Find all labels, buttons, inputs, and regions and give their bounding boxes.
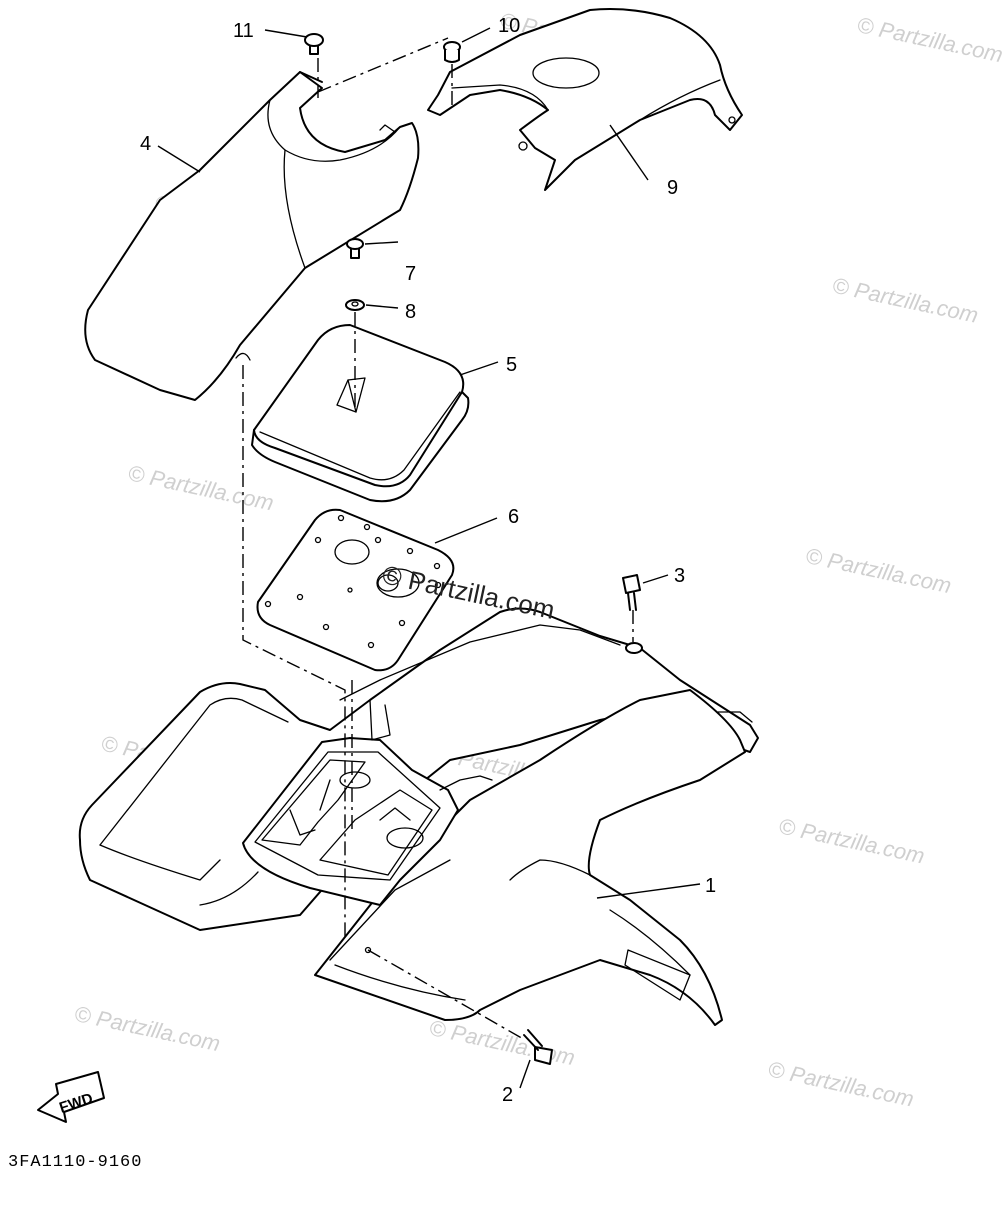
watermark: © Partzilla.com (830, 273, 980, 328)
assembly-lines (242, 37, 634, 1041)
leader-lines (157, 27, 701, 1089)
part-6-plate (256, 508, 455, 672)
callout-10: 10 (498, 15, 520, 37)
watermark: © Partzilla.com (777, 813, 927, 868)
part-code: 3FA1110-9160 (8, 1153, 142, 1172)
callout-11: 11 (233, 20, 254, 42)
callout-2: 2 (502, 1084, 513, 1106)
part-7-screw (346, 238, 364, 259)
callout-5: 5 (506, 354, 517, 376)
part-1-rear-fender (78, 607, 759, 1026)
callouts: 11 10 4 9 7 8 5 6 3 1 2 (140, 15, 716, 1106)
callout-4: 4 (140, 133, 151, 155)
watermark: © Partzilla.com (803, 543, 953, 598)
callout-1: 1 (705, 875, 716, 897)
part-3-bolt (622, 574, 643, 654)
watermark: © Partzilla.com (855, 12, 1003, 67)
part-10-grommet (443, 41, 461, 63)
watermark: © Partzilla.com (766, 1056, 916, 1111)
part-11-screw (304, 33, 324, 55)
callout-9: 9 (667, 177, 678, 199)
part-4-rear-flap (84, 71, 420, 401)
fwd-arrow-icon: FWD (37, 1071, 105, 1123)
watermark: © Partzilla.com (126, 460, 276, 515)
callout-7: 7 (405, 263, 416, 285)
part-8-washer (345, 299, 365, 311)
callout-8: 8 (405, 301, 416, 323)
callout-6: 6 (508, 506, 519, 528)
part-9-flap-plate (427, 8, 743, 191)
part-2-bolt (523, 1029, 553, 1065)
watermark: © Partzilla.com (427, 1015, 577, 1070)
callout-3: 3 (674, 565, 685, 587)
watermark: © Partzilla.com (72, 1001, 222, 1056)
part-5-cover (251, 324, 470, 503)
